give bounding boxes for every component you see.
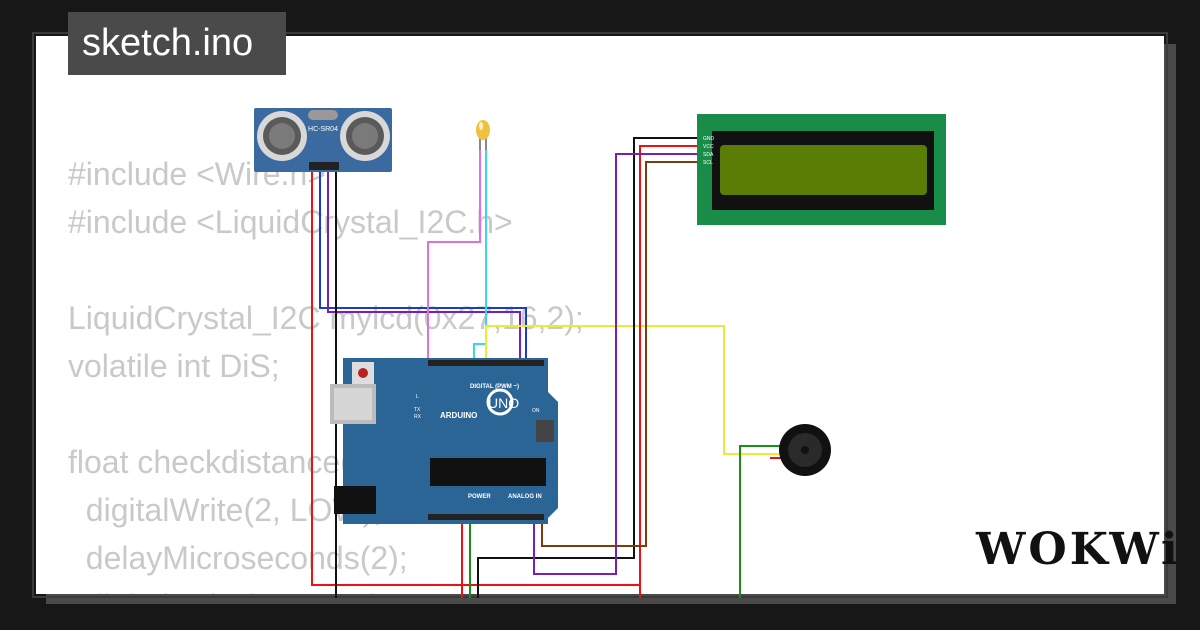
wire-echo [327, 170, 521, 362]
code-line: volatile int DiS; [68, 348, 280, 384]
buzzer[interactable] [779, 424, 831, 476]
wire-led-cathode [473, 148, 487, 362]
arduino-brand-label: ARDUINO [440, 411, 477, 420]
code-line: float checkdistance() { [68, 444, 382, 480]
sketch-filename-tab[interactable]: sketch.ino [68, 12, 286, 75]
lcd-pin-scl: SCL [703, 160, 713, 166]
wire-buzzer-signal [485, 325, 782, 455]
lcd-pin-vcc: VCC [703, 144, 714, 150]
arduino-digital-label: DIGITAL (PWM ~) [470, 384, 519, 390]
lcd-pin-gnd: GND [703, 136, 715, 142]
code-line: digitalWrite(2, HIGH); [68, 582, 584, 594]
led-label-tx: TX [414, 407, 421, 413]
lcd-pin-sda: SDA [703, 152, 714, 158]
ultrasonic-sensor[interactable]: HC-SR04 [254, 108, 392, 172]
canvas-shadow-bottom [46, 594, 1176, 604]
code-line: delayMicroseconds(2); [68, 540, 408, 576]
code-preview: #include <Wire.h> #include <LiquidCrystal… [68, 150, 584, 594]
lcd-display[interactable]: GND VCC SDA SCL [697, 114, 946, 225]
wire-lcd-sda [533, 153, 700, 575]
wire-lcd-scl [541, 161, 700, 547]
code-line: #include <LiquidCrystal_I2C.h> [68, 204, 513, 240]
arduino-power-label: POWER [468, 494, 491, 500]
wire-lcd-gnd [477, 137, 700, 598]
led-label-l: L [416, 394, 419, 400]
led-label-rx: RX [414, 414, 422, 420]
wokwi-logo: WOKWi [976, 524, 1181, 575]
wire-buzzer-gnd [739, 445, 782, 598]
led[interactable] [476, 120, 490, 150]
wire-led-anode [427, 148, 481, 362]
code-line: LiquidCrystal_I2C mylcd(0x27,16,2); [68, 300, 584, 336]
wire-lcd-vcc [639, 145, 700, 598]
code-line: #include <Wire.h> [68, 156, 326, 192]
wire-trig [319, 170, 527, 362]
led-label-on: ON [532, 408, 540, 414]
arduino-model-label: UNO [488, 395, 519, 411]
diagram-canvas: #include <Wire.h> #include <LiquidCrystal… [36, 36, 1164, 594]
arduino-uno[interactable]: ARDUINO UNO DIGITAL (PWM ~) POWER ANALOG… [330, 358, 558, 524]
ultrasonic-label: HC-SR04 [308, 126, 338, 133]
arduino-analog-label: ANALOG IN [508, 494, 542, 500]
